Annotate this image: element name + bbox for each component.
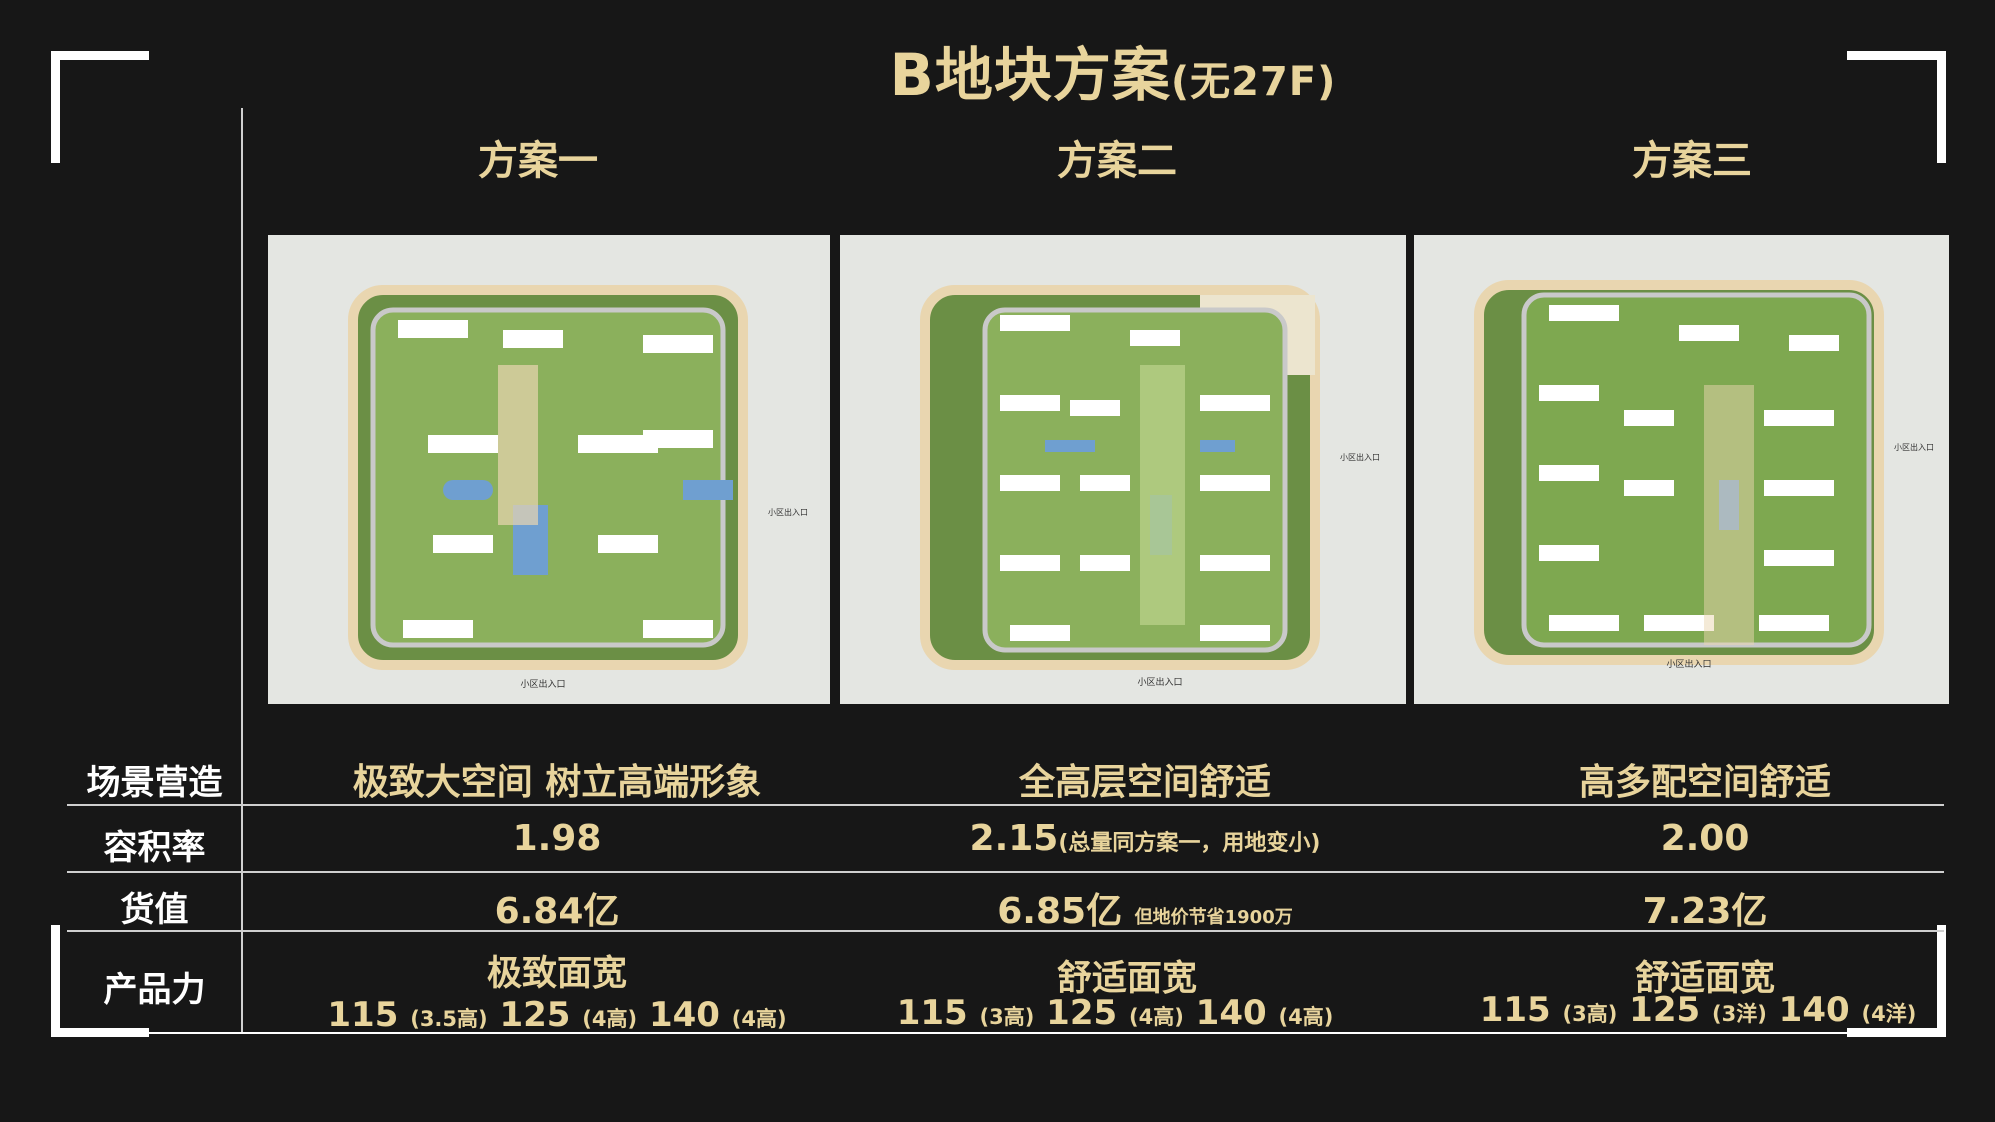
site-plan-image-1: 小区出入口 小区出入口 (268, 235, 830, 704)
page-title: B地块方案(无27F) (889, 41, 1337, 109)
site-plan-image-2: 小区出入口 小区出入口 (840, 235, 1406, 704)
corner-bracket-top-left-v (51, 51, 60, 163)
product-mix-3: 115 (3高) 125 (3洋) 140 (4洋) (1479, 990, 1917, 1030)
scene-value-2: 全高层空间舒适 (1018, 762, 1271, 803)
value-value-1: 6.84亿 (494, 891, 620, 932)
row-divider (67, 930, 1944, 932)
value-value-3: 7.23亿 (1642, 891, 1768, 932)
product-title-2: 舒适面宽 (1056, 959, 1197, 999)
row-divider (67, 804, 1944, 806)
plan-label-entrance: 小区出入口 (1137, 676, 1182, 688)
table-bottom-line (67, 1032, 1944, 1034)
far-value-2: 2.15(总量同方案一，用地变小) (969, 818, 1321, 859)
column-header-1: 方案一 (478, 138, 598, 184)
corner-bracket-top-right-v (1937, 51, 1946, 163)
row-divider (67, 871, 1944, 873)
plan-label-entrance-side: 小区出入口 (768, 507, 808, 517)
product-title-3: 舒适面宽 (1634, 959, 1775, 999)
corner-bracket-top-left (51, 51, 149, 60)
scene-value-3: 高多配空间舒适 (1578, 762, 1831, 803)
corner-bracket-bottom-right (1937, 925, 1946, 1037)
corner-bracket-bottom-left (51, 925, 60, 1037)
row-label-scene: 场景营造 (86, 763, 223, 803)
product-mix-2: 115 (3高) 125 (4高) 140 (4高) (896, 993, 1334, 1033)
plan-label-entrance-side: 小区出入口 (1894, 442, 1934, 452)
plan-label-entrance: 小区出入口 (1666, 658, 1711, 670)
corner-bracket-top-right (1847, 51, 1945, 60)
row-label-far: 容积率 (103, 828, 206, 868)
row-label-value: 货值 (120, 890, 189, 930)
far-value-3: 2.00 (1660, 818, 1750, 859)
far-value-1: 1.98 (512, 818, 602, 859)
product-title-1: 极致面宽 (486, 954, 627, 994)
value-value-2: 6.85亿 但地价节省1900万 (997, 891, 1293, 932)
product-mix-1: 115 (3.5高) 125 (4高) 140 (4高) (327, 995, 787, 1035)
plan-label-entrance: 小区出入口 (520, 678, 565, 690)
value-note-2: 但地价节省1900万 (1134, 907, 1293, 928)
column-header-2: 方案二 (1057, 138, 1177, 184)
column-header-3: 方案三 (1632, 138, 1752, 184)
row-label-product: 产品力 (103, 970, 206, 1010)
plan-label-entrance-side: 小区出入口 (1340, 452, 1380, 462)
site-plan-image-3: 小区出入口 小区出入口 (1414, 235, 1949, 704)
far-note-2: (总量同方案一，用地变小) (1058, 831, 1321, 856)
label-column-divider (241, 108, 243, 1033)
scene-value-1: 极致大空间 树立高端形象 (352, 762, 762, 803)
